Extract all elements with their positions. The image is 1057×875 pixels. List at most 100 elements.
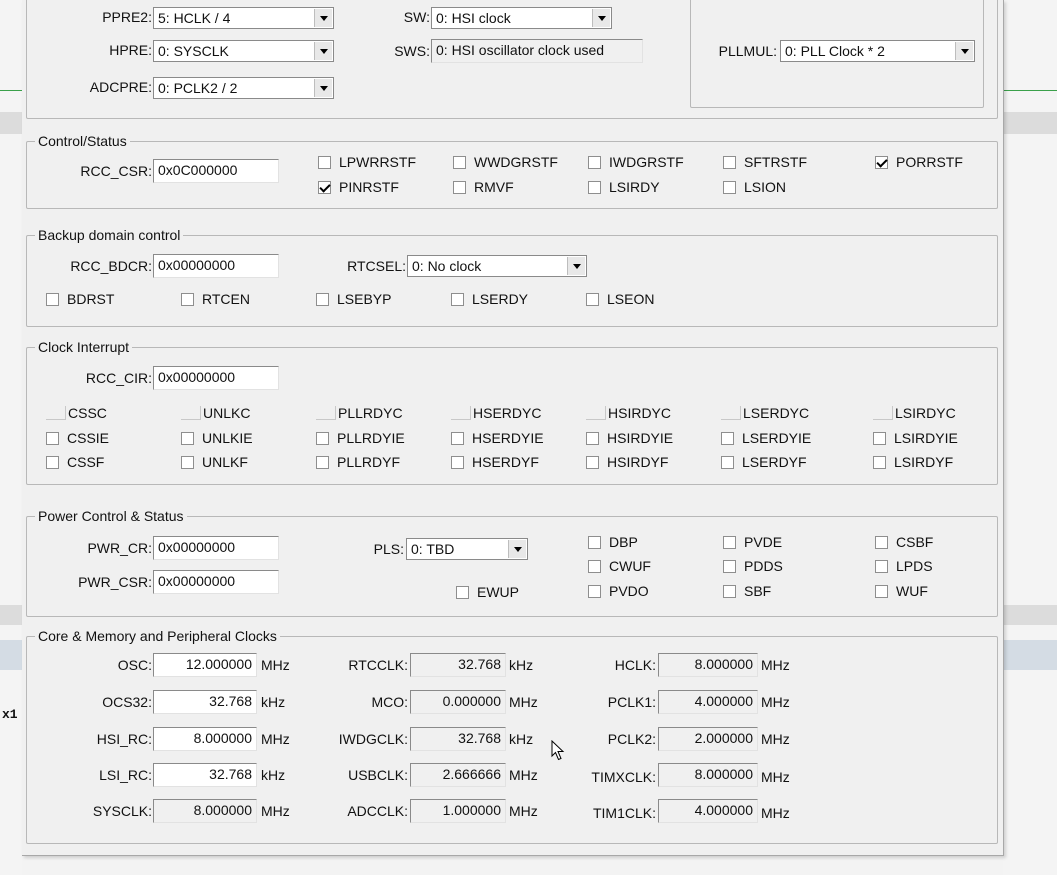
osc-input[interactable]: 12.000000 <box>153 653 257 677</box>
hsirdyie-checkbox[interactable]: HSIRDYIE <box>586 430 673 446</box>
hpre-select[interactable]: 0: SYSCLK <box>153 40 334 62</box>
mco-field: 0.000000 <box>410 690 506 714</box>
wuf-checkbox[interactable]: WUF <box>875 583 928 599</box>
csdc-checkbox[interactable]: CSSC <box>46 405 107 421</box>
rcc-cir-input[interactable]: 0x00000000 <box>153 366 279 390</box>
lpwrrstf-checkbox[interactable]: LPWRRSTF <box>318 154 416 170</box>
lserdyc-checkbox[interactable]: LSERDYC <box>721 405 809 421</box>
ocs32-unit: kHz <box>261 694 286 710</box>
adcpre-label: ADCPRE: <box>89 79 152 95</box>
checkbox-label: BDRST <box>67 291 115 307</box>
mco-label: MCO: <box>371 694 408 710</box>
timxclk-label: TIMXCLK: <box>591 769 656 785</box>
bdrst-checkbox[interactable]: BDRST <box>46 291 114 307</box>
checkbox-box <box>586 406 606 420</box>
csbf-checkbox[interactable]: CSBF <box>875 534 933 550</box>
iwdgrstf-checkbox[interactable]: IWDGRSTF <box>588 154 684 170</box>
checkbox-box <box>873 406 893 420</box>
cwuf-checkbox[interactable]: CWUF <box>588 558 651 574</box>
clocks-legend: Core & Memory and Peripheral Clocks <box>35 628 280 644</box>
rcc-csr-input[interactable]: 0x0C000000 <box>153 159 279 183</box>
lsirdyf-checkbox[interactable]: LSIRDYF <box>873 454 953 470</box>
cssf-checkbox[interactable]: CSSF <box>46 454 104 470</box>
ewup-checkbox[interactable]: EWUP <box>456 584 519 600</box>
checkbox-label: HSERDYC <box>473 405 542 421</box>
rcc-bdcr-label: RCC_BDCR: <box>70 258 152 274</box>
checkbox-box <box>181 456 194 469</box>
unlkc-checkbox[interactable]: UNLKC <box>181 405 250 421</box>
checkbox-box <box>456 586 469 599</box>
hsi-rc-input[interactable]: 8.000000 <box>153 727 257 751</box>
checkbox-label: CSBF <box>896 534 934 550</box>
pllrdyc-checkbox[interactable]: PLLRDYC <box>316 405 403 421</box>
checkbox-label: RMVF <box>474 179 514 195</box>
checkbox-box <box>723 181 736 194</box>
pllrdyie-checkbox[interactable]: PLLRDYIE <box>316 430 405 446</box>
clock-interrupt-group: Clock Interrupt <box>26 339 998 485</box>
sbf-checkbox[interactable]: SBF <box>723 583 771 599</box>
lsirdyc-checkbox[interactable]: LSIRDYC <box>873 405 956 421</box>
lserdy-checkbox[interactable]: LSERDY <box>451 291 528 307</box>
background-band <box>0 112 22 134</box>
sws-field: 0: HSI oscillator clock used <box>431 39 643 63</box>
lpds-checkbox[interactable]: LPDS <box>875 558 933 574</box>
unlkf-checkbox[interactable]: UNLKF <box>181 454 248 470</box>
pllrdyf-checkbox[interactable]: PLLRDYF <box>316 454 400 470</box>
pwr-csr-input[interactable]: 0x00000000 <box>153 570 279 594</box>
clock-interrupt-legend: Clock Interrupt <box>35 339 133 355</box>
hserdyie-checkbox[interactable]: HSERDYIE <box>451 430 544 446</box>
dbp-checkbox[interactable]: DBP <box>588 534 638 550</box>
lseon-checkbox[interactable]: LSEON <box>586 291 654 307</box>
checkbox-label: HSERDYIE <box>472 430 544 446</box>
power-control-group: Power Control & Status <box>26 508 998 617</box>
unlkie-checkbox[interactable]: UNLKIE <box>181 430 253 446</box>
sw-select[interactable]: 0: HSI clock <box>431 7 612 29</box>
checkbox-box <box>875 560 888 573</box>
rmvf-checkbox[interactable]: RMVF <box>453 179 514 195</box>
checkbox-label: PVDO <box>609 583 649 599</box>
pllmul-select[interactable]: 0: PLL Clock * 2 <box>780 40 975 62</box>
power-control-legend: Power Control & Status <box>35 508 187 524</box>
rtcen-checkbox[interactable]: RTCEN <box>181 291 250 307</box>
pinrstf-checkbox[interactable]: PINRSTF <box>318 179 399 195</box>
pdds-checkbox[interactable]: PDDS <box>723 558 783 574</box>
lsi-rc-input[interactable]: 32.768 <box>153 763 257 787</box>
lserdyie-checkbox[interactable]: LSERDYIE <box>721 430 811 446</box>
pvde-checkbox[interactable]: PVDE <box>723 534 782 550</box>
checkbox-label: CSSF <box>67 454 105 470</box>
hserdyc-checkbox[interactable]: HSERDYC <box>451 405 541 421</box>
hsirdyc-checkbox[interactable]: HSIRDYC <box>586 405 671 421</box>
wwdgrstf-checkbox[interactable]: WWDGRSTF <box>453 154 558 170</box>
hsirdyf-checkbox[interactable]: HSIRDYF <box>586 454 668 470</box>
checkbox-label: PINRSTF <box>339 179 399 195</box>
checkbox-label: HSIRDYF <box>607 454 669 470</box>
background-band <box>1003 640 1057 670</box>
lsirdy-checkbox[interactable]: LSIRDY <box>588 179 660 195</box>
lsion-checkbox[interactable]: LSION <box>723 179 786 195</box>
background-side-text: x1 <box>2 707 18 722</box>
lsirdyie-checkbox[interactable]: LSIRDYIE <box>873 430 958 446</box>
ppre2-select[interactable]: 5: HCLK / 4 <box>153 7 334 29</box>
pwr-cr-input[interactable]: 0x00000000 <box>153 536 279 560</box>
lsebyp-checkbox[interactable]: LSEBYP <box>316 291 391 307</box>
pclk1-label: PCLK1: <box>607 694 656 710</box>
pls-select[interactable]: 0: TBD <box>406 538 528 560</box>
lserdyf-checkbox[interactable]: LSERDYF <box>721 454 807 470</box>
pvdo-checkbox[interactable]: PVDO <box>588 583 649 599</box>
ocs32-input[interactable]: 32.768 <box>153 690 257 714</box>
hserdyf-checkbox[interactable]: HSERDYF <box>451 454 539 470</box>
iwdgclk-field: 32.768 <box>410 727 506 751</box>
sftrstf-checkbox[interactable]: SFTRSTF <box>723 154 807 170</box>
checkbox-box <box>316 293 329 306</box>
background-band <box>0 605 22 625</box>
adcpre-select[interactable]: 0: PCLK2 / 2 <box>153 77 334 99</box>
sysclk-label: SYSCLK: <box>92 803 152 819</box>
cssie-checkbox[interactable]: CSSIE <box>46 430 109 446</box>
porrstf-checkbox[interactable]: PORRSTF <box>875 154 963 170</box>
checkbox-label: LPWRRSTF <box>339 154 416 170</box>
chevron-down-icon <box>508 540 526 558</box>
checkbox-box <box>316 432 329 445</box>
rtcsel-select[interactable]: 0: No clock <box>407 255 587 277</box>
chevron-down-icon <box>592 9 610 27</box>
rcc-bdcr-input[interactable]: 0x00000000 <box>153 254 279 278</box>
